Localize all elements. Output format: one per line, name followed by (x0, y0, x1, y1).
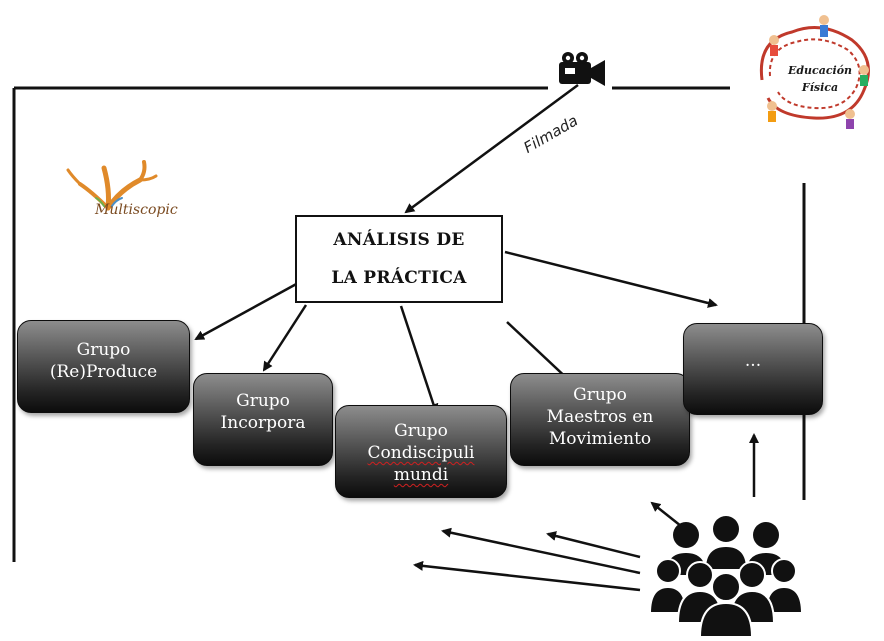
arrow-to-group-more (504, 250, 718, 308)
video-camera-icon (559, 52, 605, 86)
group-box-line: Movimiento (548, 429, 652, 449)
group-box-line: Grupo (76, 340, 131, 360)
group-box-maestros: Grupo Maestros en Movimiento (510, 373, 690, 466)
group-box-line: Grupo (394, 421, 448, 441)
audience-arrow-3 (413, 560, 641, 592)
group-box-line: Maestros en (546, 407, 654, 427)
group-box-line: ... (744, 351, 762, 371)
audience-arrow-1 (546, 531, 641, 559)
group-box-condiscipuli: Grupo Condiscipuli mundi (335, 405, 507, 498)
group-box-more: ... (683, 323, 823, 415)
analysis-box: ANÁLISIS DE LA PRÁCTICA (295, 215, 503, 303)
group-box-line: (Re)Produce (49, 362, 158, 382)
badge-illustration (759, 15, 870, 129)
people-group-icon (648, 516, 803, 638)
arrow-to-group-incorpora (262, 304, 308, 372)
badge-title-line1: Educación (787, 64, 853, 77)
group-box-incorpora: Grupo Incorpora (193, 373, 333, 466)
group-box-line: Grupo (236, 391, 290, 411)
arrow-to-group-condiscipuli (399, 305, 439, 414)
group-box-line: Condiscipuli (367, 443, 475, 463)
multiscopic-logo-mark (66, 160, 158, 211)
educacion-fisica-badge: Educación Física (752, 10, 878, 134)
badge-title-line2: Física (801, 81, 839, 94)
group-box-line: Incorpora (220, 413, 306, 433)
camera-arrow (404, 83, 579, 214)
multiscopic-logo-text: Multiscopic (95, 202, 178, 218)
multiscopic-logo: Multiscopic (50, 150, 220, 230)
arrow-to-group-maestros (506, 321, 574, 385)
arrow-to-group-reproduce (194, 280, 301, 341)
analysis-box-line1: ANÁLISIS DE (333, 230, 465, 250)
badge-title: Educación Física (780, 62, 860, 96)
analysis-box-line2: LA PRÁCTICA (331, 268, 467, 288)
group-box-reproduce: Grupo (Re)Produce (17, 320, 190, 413)
group-box-line: Grupo (573, 385, 627, 405)
audience-arrow-2 (441, 527, 641, 575)
group-box-line: mundi (393, 465, 449, 485)
